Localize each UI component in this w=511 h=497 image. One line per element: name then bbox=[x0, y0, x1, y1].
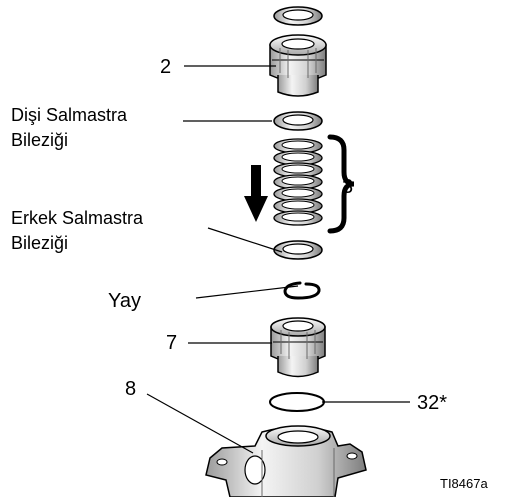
male-gland-ring bbox=[273, 240, 323, 260]
packing-stack bbox=[273, 138, 323, 226]
label-female-gland-line1: Dişi Salmastra bbox=[11, 105, 128, 125]
down-arrow-icon bbox=[244, 165, 268, 222]
label-packings-3: 3 bbox=[342, 176, 353, 198]
o-ring-part-32 bbox=[269, 392, 325, 412]
label-part-7: 7 bbox=[166, 332, 177, 354]
label-male-gland-line2: Bileziği bbox=[11, 233, 68, 253]
spring-ring bbox=[283, 281, 321, 300]
label-male-gland-line1: Erkek Salmastra bbox=[11, 208, 144, 228]
label-part-8: 8 bbox=[125, 378, 136, 400]
female-gland-ring bbox=[273, 111, 323, 131]
packing-brace bbox=[327, 134, 355, 234]
top-ring bbox=[273, 6, 323, 26]
figure-id: TI8467a bbox=[440, 476, 488, 491]
pump-housing-part-8 bbox=[205, 425, 367, 497]
label-part-32: 32* bbox=[417, 392, 447, 414]
upper-nut-part-2 bbox=[269, 34, 327, 97]
label-part-2: 2 bbox=[160, 56, 171, 78]
leader-lines bbox=[146, 65, 410, 454]
lower-nut-part-7 bbox=[270, 317, 326, 378]
label-spring: Yay bbox=[108, 290, 141, 312]
label-female-gland-line2: Bileziği bbox=[11, 130, 68, 150]
